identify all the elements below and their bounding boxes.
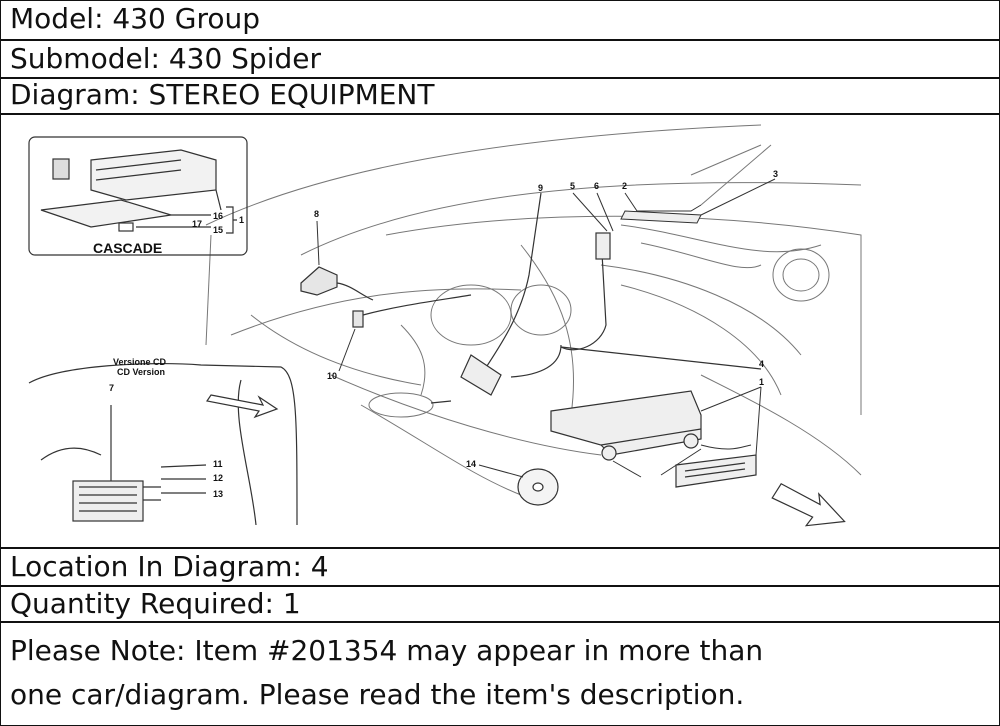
cd-version-inset: [28, 362, 298, 526]
callout-9: 9: [538, 183, 543, 193]
callout-10: 10: [327, 371, 337, 381]
callout-5: 5: [570, 181, 575, 191]
location-row: Location In Diagram: 4: [1, 549, 999, 587]
callout-1-inset: 1: [239, 215, 244, 225]
diagram-title-row: Diagram: STEREO EQUIPMENT: [1, 79, 999, 115]
head-unit: [550, 390, 757, 488]
callout-3: 3: [773, 169, 778, 179]
callout-17: 17: [192, 219, 202, 229]
cd-disc: [517, 468, 559, 506]
callout-8: 8: [314, 209, 319, 219]
callout-11: 11: [213, 459, 223, 469]
callout-13: 13: [213, 489, 223, 499]
callout-14: 14: [466, 459, 476, 469]
note-line-2: one car/diagram. Please read the item's …: [10, 678, 745, 711]
note-block: Please Note: Item #201354 may appear in …: [1, 623, 999, 725]
callout-6: 6: [594, 181, 599, 191]
callout-12: 12: [213, 473, 223, 483]
cd-caption-en: CD Version: [117, 367, 165, 377]
model-row: Model: 430 Group: [1, 1, 999, 41]
callout-2: 2: [622, 181, 627, 191]
cascade-caption: CASCADE: [93, 240, 162, 256]
submodel-row: Submodel: 430 Spider: [1, 41, 999, 79]
callout-4: 4: [759, 359, 764, 369]
callout-1: 1: [759, 377, 764, 387]
cd-caption-it: Versione CD: [113, 357, 167, 367]
quantity-row: Quantity Required: 1: [1, 587, 999, 623]
callout-7: 7: [109, 383, 114, 393]
parts-diagram: CASCADE 16 17 15 1 Versione CD CD Versio…: [1, 115, 999, 549]
callout-15: 15: [213, 225, 223, 235]
note-line-1: Please Note: Item #201354 may appear in …: [10, 634, 764, 667]
diagram-drawing: CASCADE 16 17 15 1 Versione CD CD Versio…: [28, 124, 862, 527]
cascade-inset: [28, 136, 248, 256]
callout-16: 16: [213, 211, 223, 221]
